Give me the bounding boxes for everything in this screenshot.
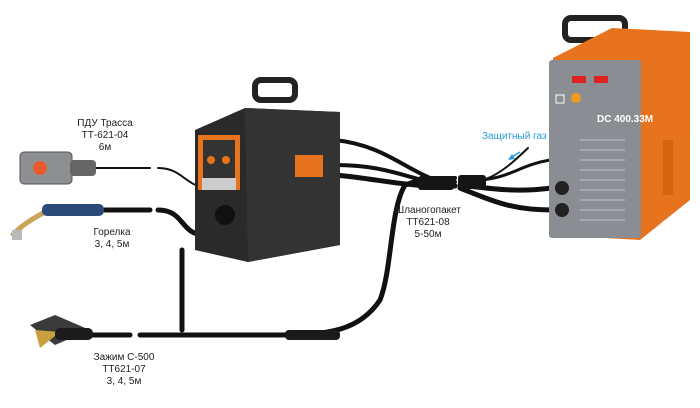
clamp-name: Зажим С-500 xyxy=(93,352,155,363)
hose-sleeve-left xyxy=(418,176,454,190)
hose-length: 5-50м xyxy=(414,229,442,240)
torch-length: 3, 4, 5м xyxy=(94,239,130,250)
remote-control xyxy=(19,151,96,185)
wire-feeder xyxy=(195,77,340,262)
machine-model-label: DC 400.33M xyxy=(597,114,654,125)
clamp-cable-connector xyxy=(285,330,340,340)
hose-right-minus xyxy=(457,185,555,213)
remote-label: ПДУ Трасса ТТ-621-04 6м xyxy=(77,118,132,154)
hose-code: ТТ621-08 xyxy=(406,217,450,228)
gas-label: Защитный газ xyxy=(482,131,547,142)
welding-machine xyxy=(549,15,690,240)
hose-sleeve-right xyxy=(458,175,486,189)
clamp-length: 3, 4, 5м xyxy=(106,376,142,387)
torch-label: Горелка 3, 4, 5м xyxy=(93,227,130,251)
welding-torch xyxy=(10,204,104,240)
hose-label: Шланогопакет ТТ621-08 5-50м xyxy=(395,205,461,241)
remote-name: ПДУ Трасса xyxy=(77,118,133,129)
ground-clamp xyxy=(30,315,93,348)
remote-code: ТТ-621-04 xyxy=(81,130,129,141)
hose-name: Шланогопакет xyxy=(395,205,461,216)
clamp-code: ТТ621-07 xyxy=(102,364,146,375)
clamp-label: Зажим С-500 ТТ621-07 3, 4, 5м xyxy=(94,352,155,388)
torch-name: Горелка xyxy=(93,227,131,238)
remote-length: 6м xyxy=(98,142,112,153)
